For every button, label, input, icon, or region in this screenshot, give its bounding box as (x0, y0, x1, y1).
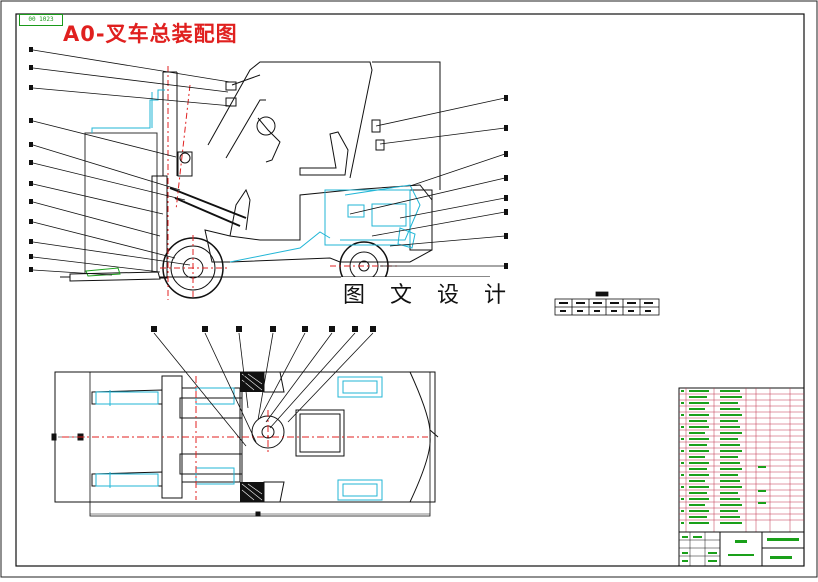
mast-bracket-bottom (225, 97, 237, 107)
side-view (60, 61, 490, 299)
drawing-code-tag: 00 1023 (19, 14, 63, 26)
top-view-centre-lines (62, 376, 428, 500)
side-view-leaders-left (32, 49, 233, 276)
side-view-centre-lines (160, 66, 398, 300)
top-view-leaders (153, 332, 374, 447)
inner-frame (15, 13, 805, 567)
light-bracket (371, 119, 381, 133)
lamp-bracket (375, 139, 385, 151)
bom-table (678, 387, 805, 533)
drawing-title: A0-叉车总装配图 (63, 22, 238, 46)
top-view-tyres (240, 371, 285, 503)
side-view-hidden-lines (91, 89, 421, 263)
side-view-leaders-right (349, 97, 506, 267)
watermark-text: 图 文 设 计 (341, 277, 517, 309)
side-view-balloons-left (29, 47, 33, 272)
title-block (678, 531, 805, 567)
mast-bracket-top (225, 81, 237, 91)
side-view-balloons-right (504, 95, 508, 269)
top-view-balloons (151, 326, 376, 332)
parameter-table (554, 291, 660, 316)
